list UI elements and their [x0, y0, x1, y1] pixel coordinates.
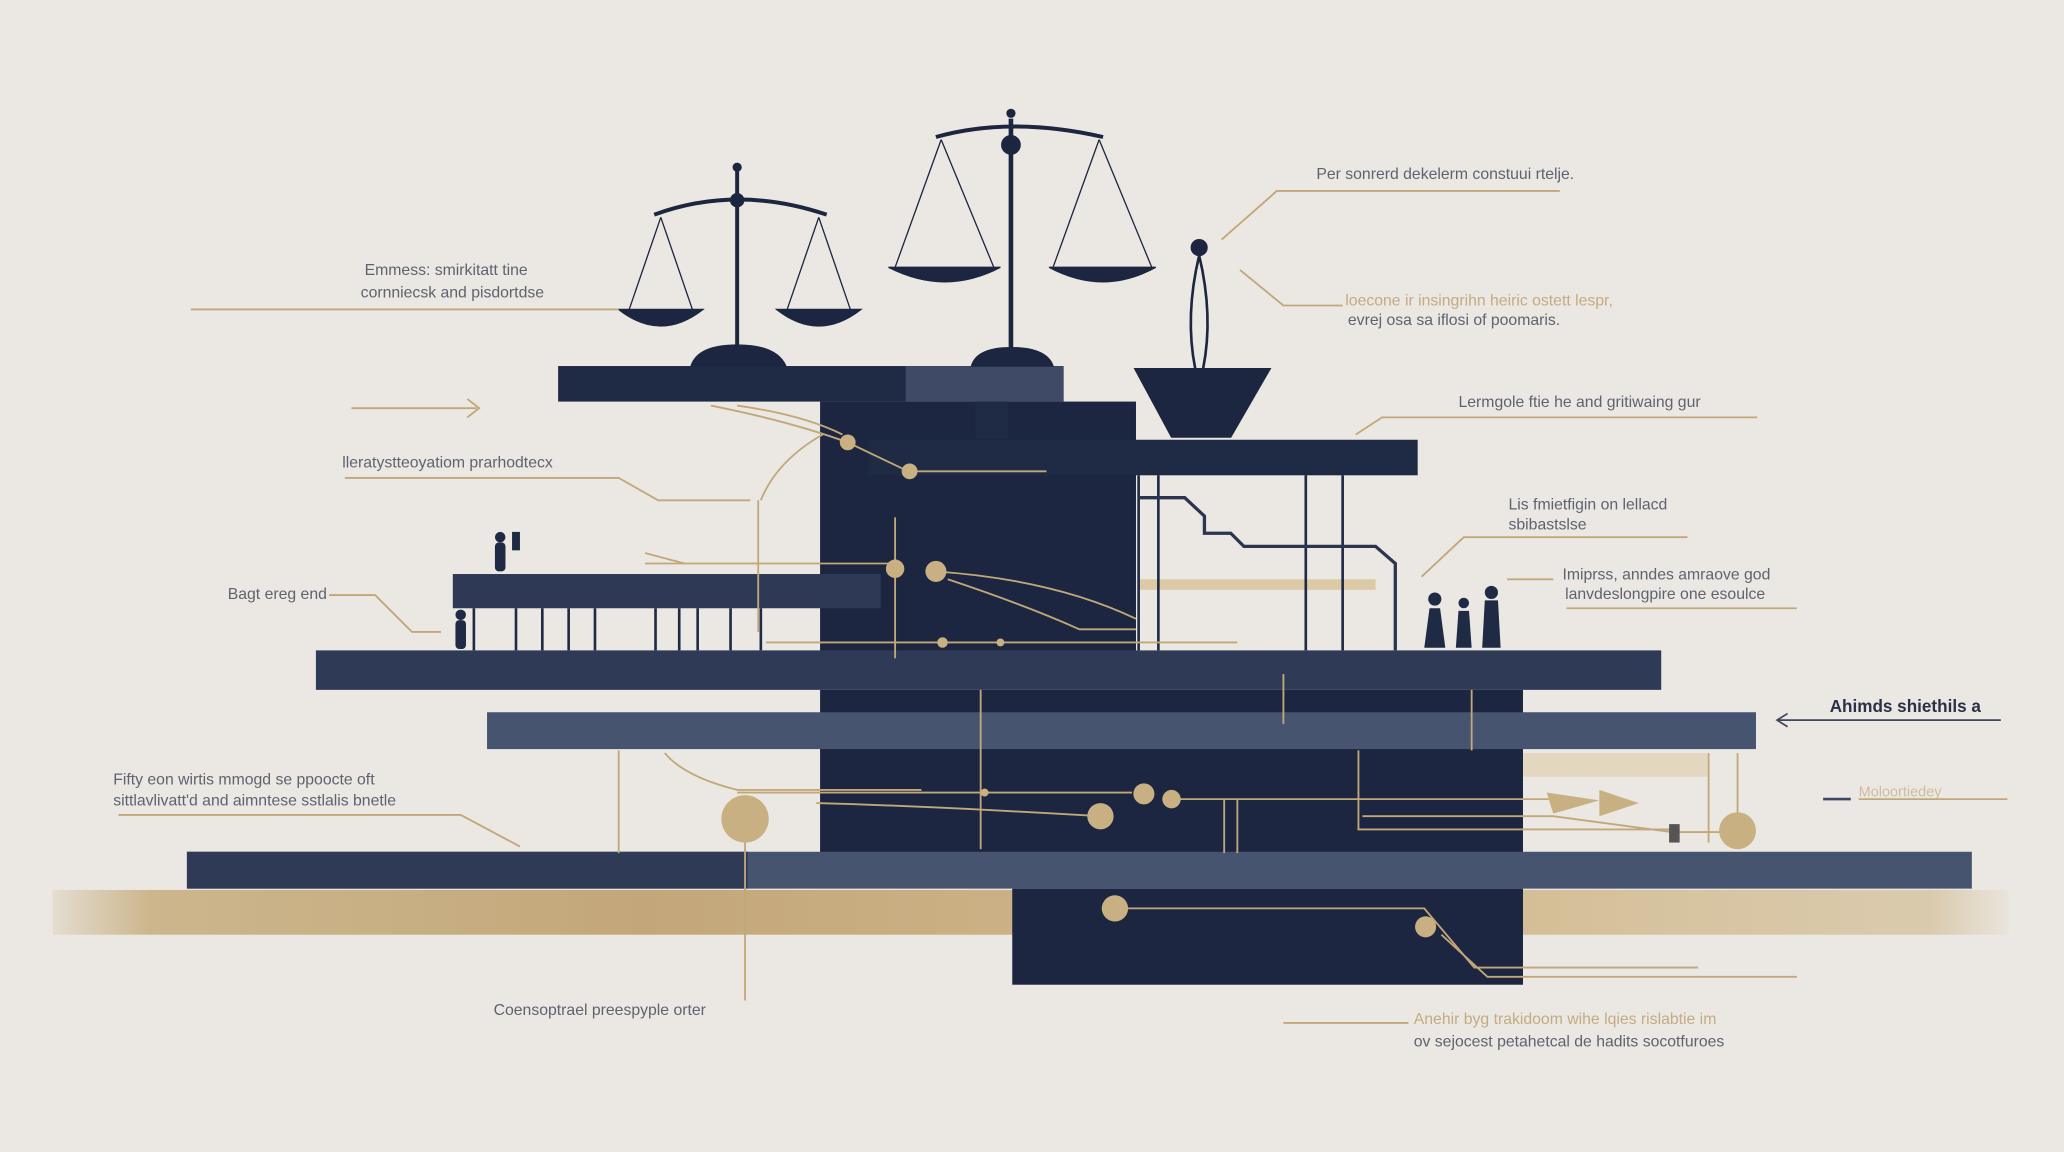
- bottom-block: [1012, 888, 1523, 985]
- label-right-3: Lermgole ftie he and gritiwaing gur: [1458, 394, 1700, 411]
- faint-gold-band: [1138, 579, 1376, 590]
- label-right-5-line1: Imiprss, anndes amraove god: [1562, 566, 1770, 583]
- label-right-6: Ahimds shiethils a: [1830, 697, 1982, 716]
- arrow-icon: [1775, 712, 2001, 801]
- label-top-right: Per sonrerd dekelerm constuui rtelje.: [1316, 166, 1574, 183]
- label-right-4-line1: Lis fmietfigin on lellacd: [1509, 497, 1668, 514]
- faint-gold-band: [1522, 753, 1708, 777]
- scales-left-icon: [616, 162, 863, 367]
- label-left-2: lleratystteoyatiom prarhodtecx: [342, 454, 553, 471]
- label-right-4-line2: sbibastslse: [1509, 516, 1587, 533]
- funnel-icon: [1133, 239, 1272, 438]
- label-left-4-line1: Fifty eon wirtis mmogd se ppoocte oft: [113, 772, 375, 789]
- label-right-7: Moloortiedey: [1859, 784, 1943, 800]
- slab-3: [452, 574, 881, 609]
- slab-2: [868, 439, 1418, 476]
- label-left-1-line2: cornniecsk and pisdortdse: [361, 285, 545, 302]
- label-left-1-line1: Emmess: smirkitatt tine: [365, 262, 528, 279]
- slab-5: [487, 712, 1756, 750]
- top-slab-highlight: [905, 366, 1064, 402]
- gold-nodes: [721, 434, 1756, 938]
- label-left-3: Bagt ereg end: [228, 586, 327, 603]
- label-right-2-line2: evrej osa sa iflosi of poomaris.: [1348, 312, 1560, 329]
- label-right-2-line1: loecone ir insingrihn heiric ostett lesp…: [1345, 292, 1613, 309]
- slab-6-left: [186, 851, 748, 889]
- scales-center-icon: [888, 108, 1157, 367]
- label-bottom-right-line1: Anehir byg trakidoom wihe lqies rislabti…: [1414, 1011, 1717, 1028]
- label-right-5-line2: lanvdeslongpire one esoulce: [1565, 586, 1765, 603]
- support-posts: [472, 475, 1344, 651]
- label-left-4-line2: sittlavlivatt'd and aimntese sstlalis bn…: [113, 793, 396, 810]
- label-bottom-right-line2: ov sejocest petahetcal de hadits socotfu…: [1414, 1034, 1725, 1051]
- pipe: [1138, 496, 1397, 651]
- slab-4: [315, 650, 1662, 690]
- central-tower-upper: [820, 401, 1136, 652]
- label-bottom-center: Coensoptrael preespyple orter: [494, 1002, 706, 1019]
- tower-connector: [975, 401, 1009, 439]
- leader-lines: [118, 190, 2008, 1024]
- people-silhouettes: [455, 531, 1501, 650]
